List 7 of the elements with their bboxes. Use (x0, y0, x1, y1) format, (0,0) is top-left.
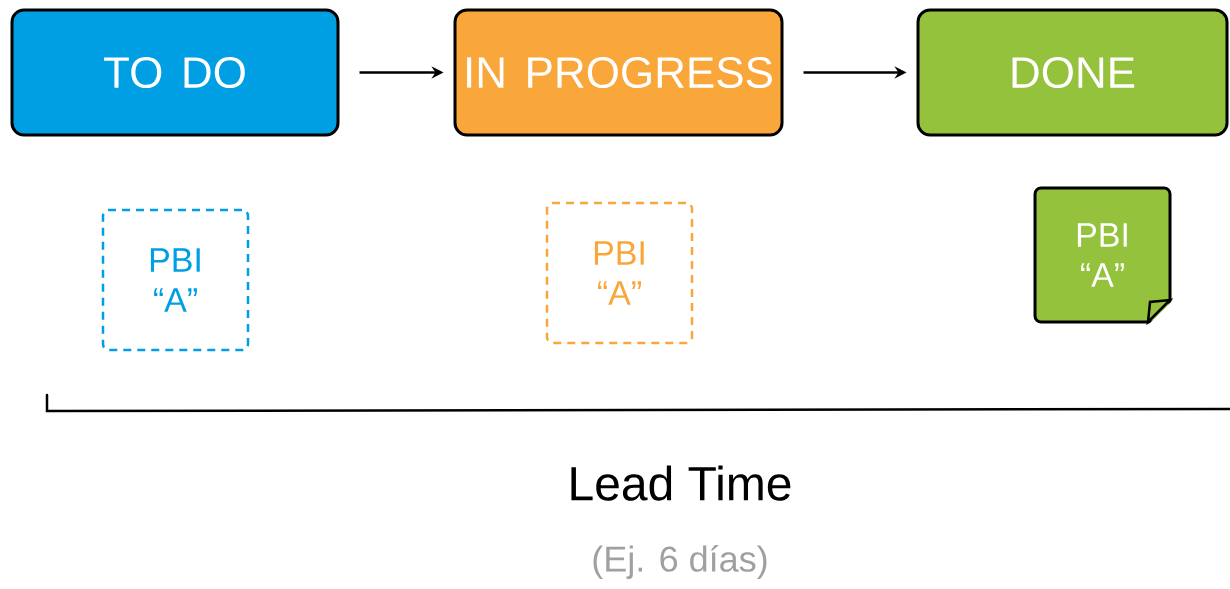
card-outline: PBI “A” (545, 201, 694, 345)
note-text: (Ej. 6 días) (593, 545, 767, 579)
card-outline: PBI “A” (101, 208, 250, 352)
stage-box: TO DO (10, 8, 340, 137)
stage-box: DONE (916, 8, 1229, 137)
axis-label: Lead Time (571, 465, 791, 501)
stage-box: IN PROGRESS (453, 8, 784, 137)
